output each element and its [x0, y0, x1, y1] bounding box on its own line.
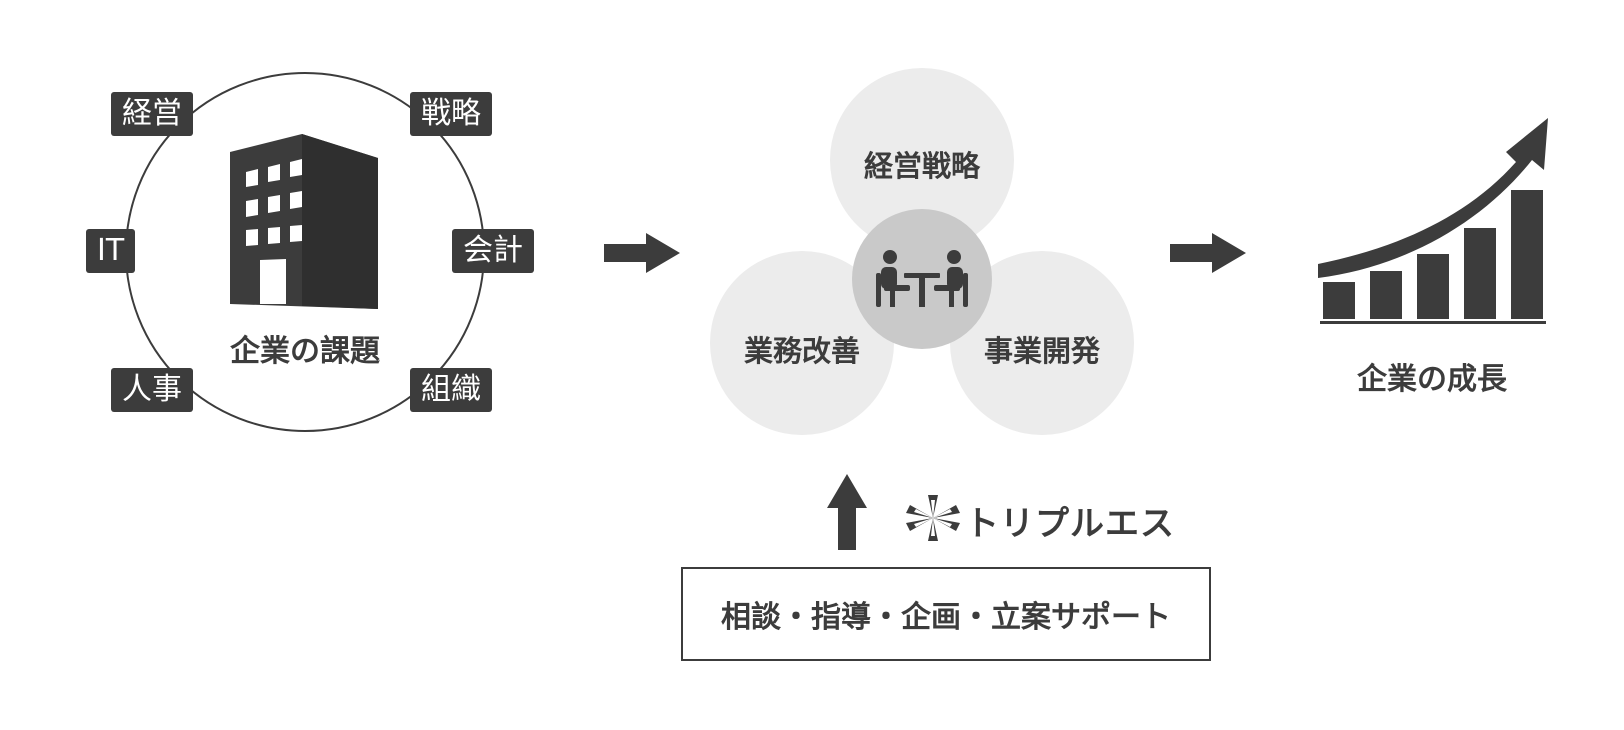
challenges-caption: 企業の課題 — [230, 334, 380, 369]
growth-caption: 企業の成長 — [1357, 362, 1507, 397]
meeting-icon — [876, 250, 968, 307]
brand-name: トリプルエス — [965, 504, 1175, 544]
tag-organization: 組織 — [410, 368, 492, 412]
support-box-label: 相談・指導・企画・立案サポート — [721, 600, 1171, 635]
solution-left-label: 業務改善 — [743, 334, 860, 368]
support-box: 相談・指導・企画・立案サポート — [681, 567, 1211, 661]
office-building-icon — [230, 134, 378, 309]
solutions-bubbles — [710, 68, 1134, 435]
brand-logo-icon — [906, 495, 960, 541]
tag-strategy: 戦略 — [410, 92, 492, 136]
growth-chart-icon — [1318, 118, 1548, 324]
tag-management: 経営 — [111, 92, 193, 136]
right-arrow-icon — [604, 233, 680, 273]
tag-it: IT — [86, 229, 136, 273]
right-arrow-icon — [1170, 233, 1246, 273]
tag-accounting: 会計 — [452, 229, 534, 273]
tag-hr: 人事 — [111, 368, 193, 412]
solution-right-label: 事業開発 — [983, 334, 1100, 368]
up-arrow-icon — [827, 474, 867, 550]
solution-top-label: 経営戦略 — [863, 149, 980, 183]
